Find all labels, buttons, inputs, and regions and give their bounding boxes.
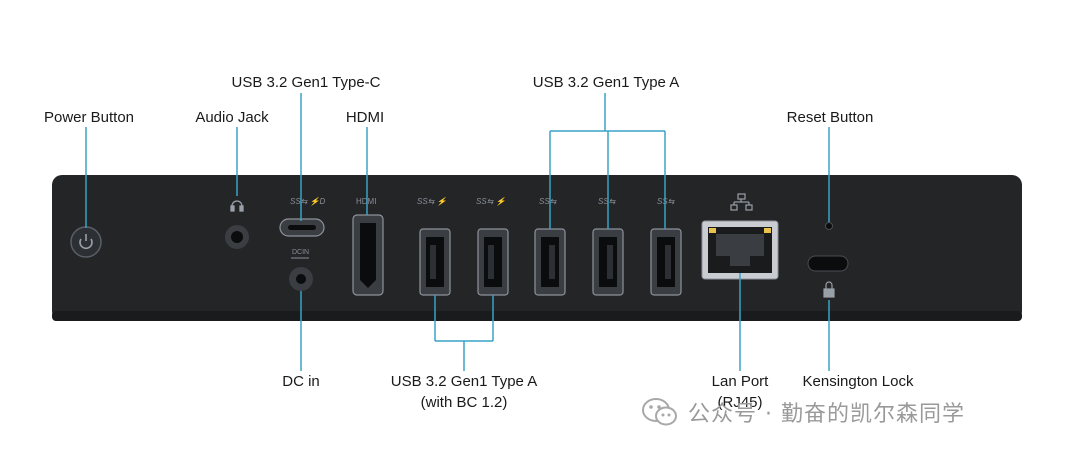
label-lan-port-line2: (RJ45) [717,394,763,411]
label-power-button: Power Button [43,109,135,126]
label-lan-port-line1: Lan Port [711,373,769,390]
label-reset-button: Reset Button [786,109,874,126]
label-usb-type-a-top: USB 3.2 Gen1 Type A [532,74,680,91]
label-dc-in: DC in [282,373,320,390]
reset-pinhole [825,222,833,230]
network-icon [730,193,753,211]
typec-marking: SS⇆ ⚡D [290,196,326,206]
wechat-icon [642,398,677,426]
watermark: 公众号 · 勤奋的凯尔森同学 [640,396,965,428]
label-audio-jack: Audio Jack [195,109,269,126]
label-kensington-lock: Kensington Lock [802,373,914,390]
usb-a-port-2: SS⇆ ⚡ [476,196,509,296]
usb-a-ports: SS⇆ ⚡ SS⇆ ⚡ SS⇆ SS⇆ [417,196,682,296]
usb-a-port-1: SS⇆ ⚡ [417,196,451,296]
svg-text:SS⇆ ⚡: SS⇆ ⚡ [476,196,507,206]
label-hdmi: HDMI [345,109,385,126]
svg-text:SS⇆ ⚡: SS⇆ ⚡ [417,196,448,206]
label-usb-type-a-bc-line1: USB 3.2 Gen1 Type A [390,373,538,390]
kensington-slot [807,255,849,272]
watermark-text: 公众号 · 勤奋的凯尔森同学 [688,402,965,427]
headset-icon [230,200,244,212]
svg-text:SS⇆: SS⇆ [539,197,558,206]
svg-text:SS⇆: SS⇆ [657,197,676,206]
chassis-edge [52,311,1022,321]
hdmi-marking: HDMI [356,197,376,206]
usb-a-port-4: SS⇆ [592,197,624,296]
dcin-marking: DCIN [292,249,309,256]
usb-a-port-5: SS⇆ [650,197,682,296]
usb-a-port-3: SS⇆ [534,197,566,296]
label-usb-type-a-bc-line2: (with BC 1.2) [420,394,508,411]
label-usb-type-c: USB 3.2 Gen1 Type-C [231,74,381,91]
power-button-shape [70,226,102,258]
lock-icon [823,281,835,298]
callout-lines [85,93,830,371]
power-icon [79,234,93,250]
